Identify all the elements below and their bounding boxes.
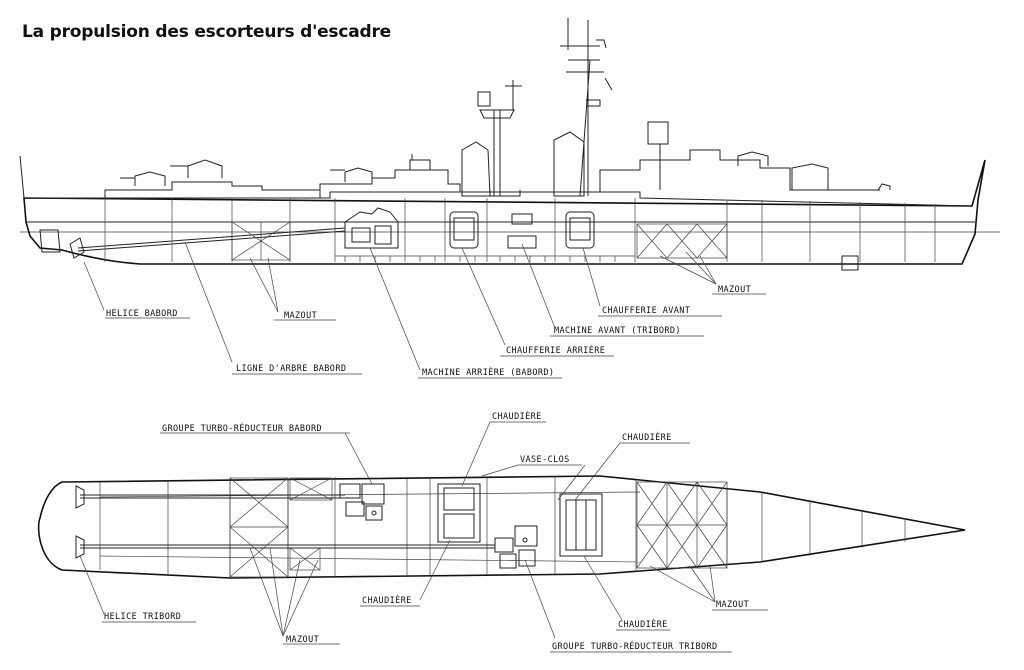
bulkheads-plan <box>99 476 906 577</box>
funnels <box>461 131 585 197</box>
label-chaudiere-2: CHAUDIÈRE <box>622 431 672 443</box>
propeller-side <box>69 237 85 259</box>
gun-turrets <box>120 151 891 191</box>
fuel-tanks-aft-plan <box>229 477 333 578</box>
label-groupe-babord: GROUPE TURBO-RÉDUCTEUR BABORD <box>162 422 322 434</box>
boilers-aft-plan <box>437 483 481 543</box>
fuel-tanks-fwd-plan <box>636 481 728 569</box>
turbine-group-tribord-plan <box>494 525 538 569</box>
rudder <box>39 229 61 253</box>
fuel-tanks-fwd-side <box>636 223 728 259</box>
label-groupe-tribord: GROUPE TURBO-RÉDUCTEUR TRIBORD <box>552 640 718 652</box>
label-machine-arriere: MACHINE ARRIÈRE (BABORD) <box>422 366 554 378</box>
boiler-fwd-side <box>565 211 595 249</box>
plan-view <box>37 475 966 579</box>
shaft-line-side <box>77 227 346 249</box>
page-title: La propulsion des escorteurs d'escadre <box>22 22 391 42</box>
hull-side-outline <box>23 159 986 265</box>
label-helice-tribord: HELICE TRIBORD <box>104 612 181 622</box>
label-chaudiere-3: CHAUDIÈRE <box>362 594 412 606</box>
label-helice-babord: HELICE BABORD <box>106 309 178 319</box>
main-deck-line <box>19 155 973 207</box>
bulkheads-side <box>104 198 936 262</box>
turbine-group-babord-plan <box>339 483 385 521</box>
side-elevation <box>19 18 1000 271</box>
label-mazout-fwd-side: MAZOUT <box>718 285 751 295</box>
label-ligne-arbre: LIGNE D'ARBRE BABORD <box>236 364 346 374</box>
leader-lines <box>79 241 768 653</box>
boiler-aft-side <box>449 211 479 249</box>
labels: HELICE BABORD MAZOUT LIGNE D'ARBRE BABOR… <box>104 285 751 652</box>
label-vase-clos: VASE-CLOS <box>520 455 570 465</box>
double-bottom <box>335 255 635 262</box>
propellers-plan <box>75 485 85 559</box>
label-chaufferie-arriere: CHAUFFERIE ARRIÈRE <box>506 344 605 356</box>
fuel-tanks-aft-side <box>231 221 291 261</box>
boilers-fwd-plan <box>559 493 603 557</box>
machinery-aft-side <box>344 207 399 249</box>
label-machine-avant: MACHINE AVANT (TRIBORD) <box>554 326 681 336</box>
shafts-plan <box>80 494 495 549</box>
superstructure <box>104 121 880 198</box>
sonar-dome <box>841 255 859 271</box>
label-chaufferie-avant: CHAUFFERIE AVANT <box>602 306 690 316</box>
hull-plan-outline <box>37 475 966 579</box>
label-mazout-aft-side: MAZOUT <box>284 311 317 321</box>
label-chaudiere-4: CHAUDIÈRE <box>618 618 668 630</box>
masts <box>477 18 613 197</box>
label-chaudiere-1: CHAUDIÈRE <box>492 410 542 422</box>
machinery-fwd-side <box>507 213 537 249</box>
label-mazout-fwd-plan: MAZOUT <box>716 600 749 610</box>
label-mazout-aft-plan: MAZOUT <box>286 635 319 645</box>
